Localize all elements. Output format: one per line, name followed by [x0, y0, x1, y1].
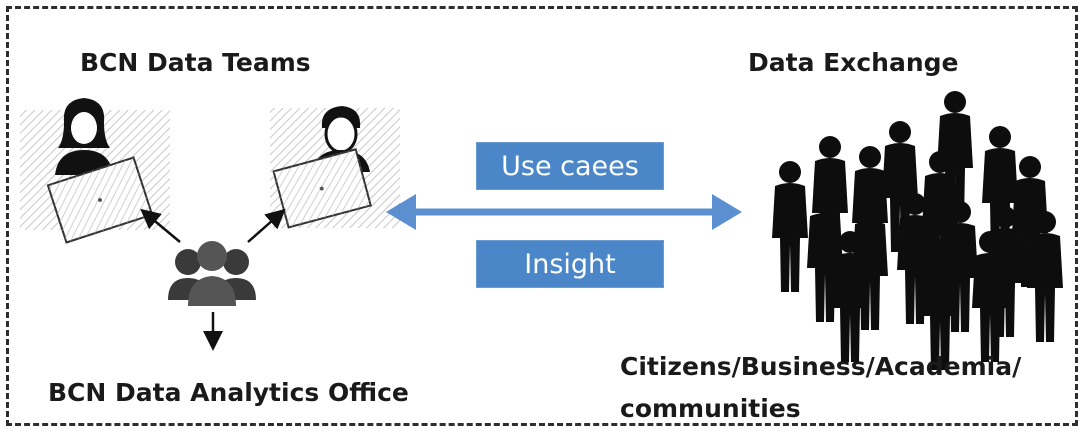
data-exchange-title: Data Exchange: [748, 48, 959, 77]
data-team-user-left-icon: [20, 98, 170, 244]
data-teams-title: BCN Data Teams: [80, 48, 311, 77]
insight-box: Insight: [476, 240, 664, 288]
analytics-office-label: BCN Data Analytics Office: [48, 378, 409, 407]
citizens-label-line2: communities: [620, 394, 801, 423]
arrow-to-left-user: [140, 208, 181, 243]
dashed-border-frame: [6, 6, 1078, 426]
crowd-icon: [772, 91, 1063, 370]
bidirectional-arrow: [386, 194, 742, 230]
arrow-to-right-user: [247, 208, 286, 243]
use-cases-box: Use caees: [476, 142, 664, 190]
analytics-office-group-icon: [168, 241, 256, 306]
data-team-user-right-icon: [270, 106, 400, 229]
citizens-label-line1: Citizens/Business/Academia/: [620, 352, 1022, 381]
